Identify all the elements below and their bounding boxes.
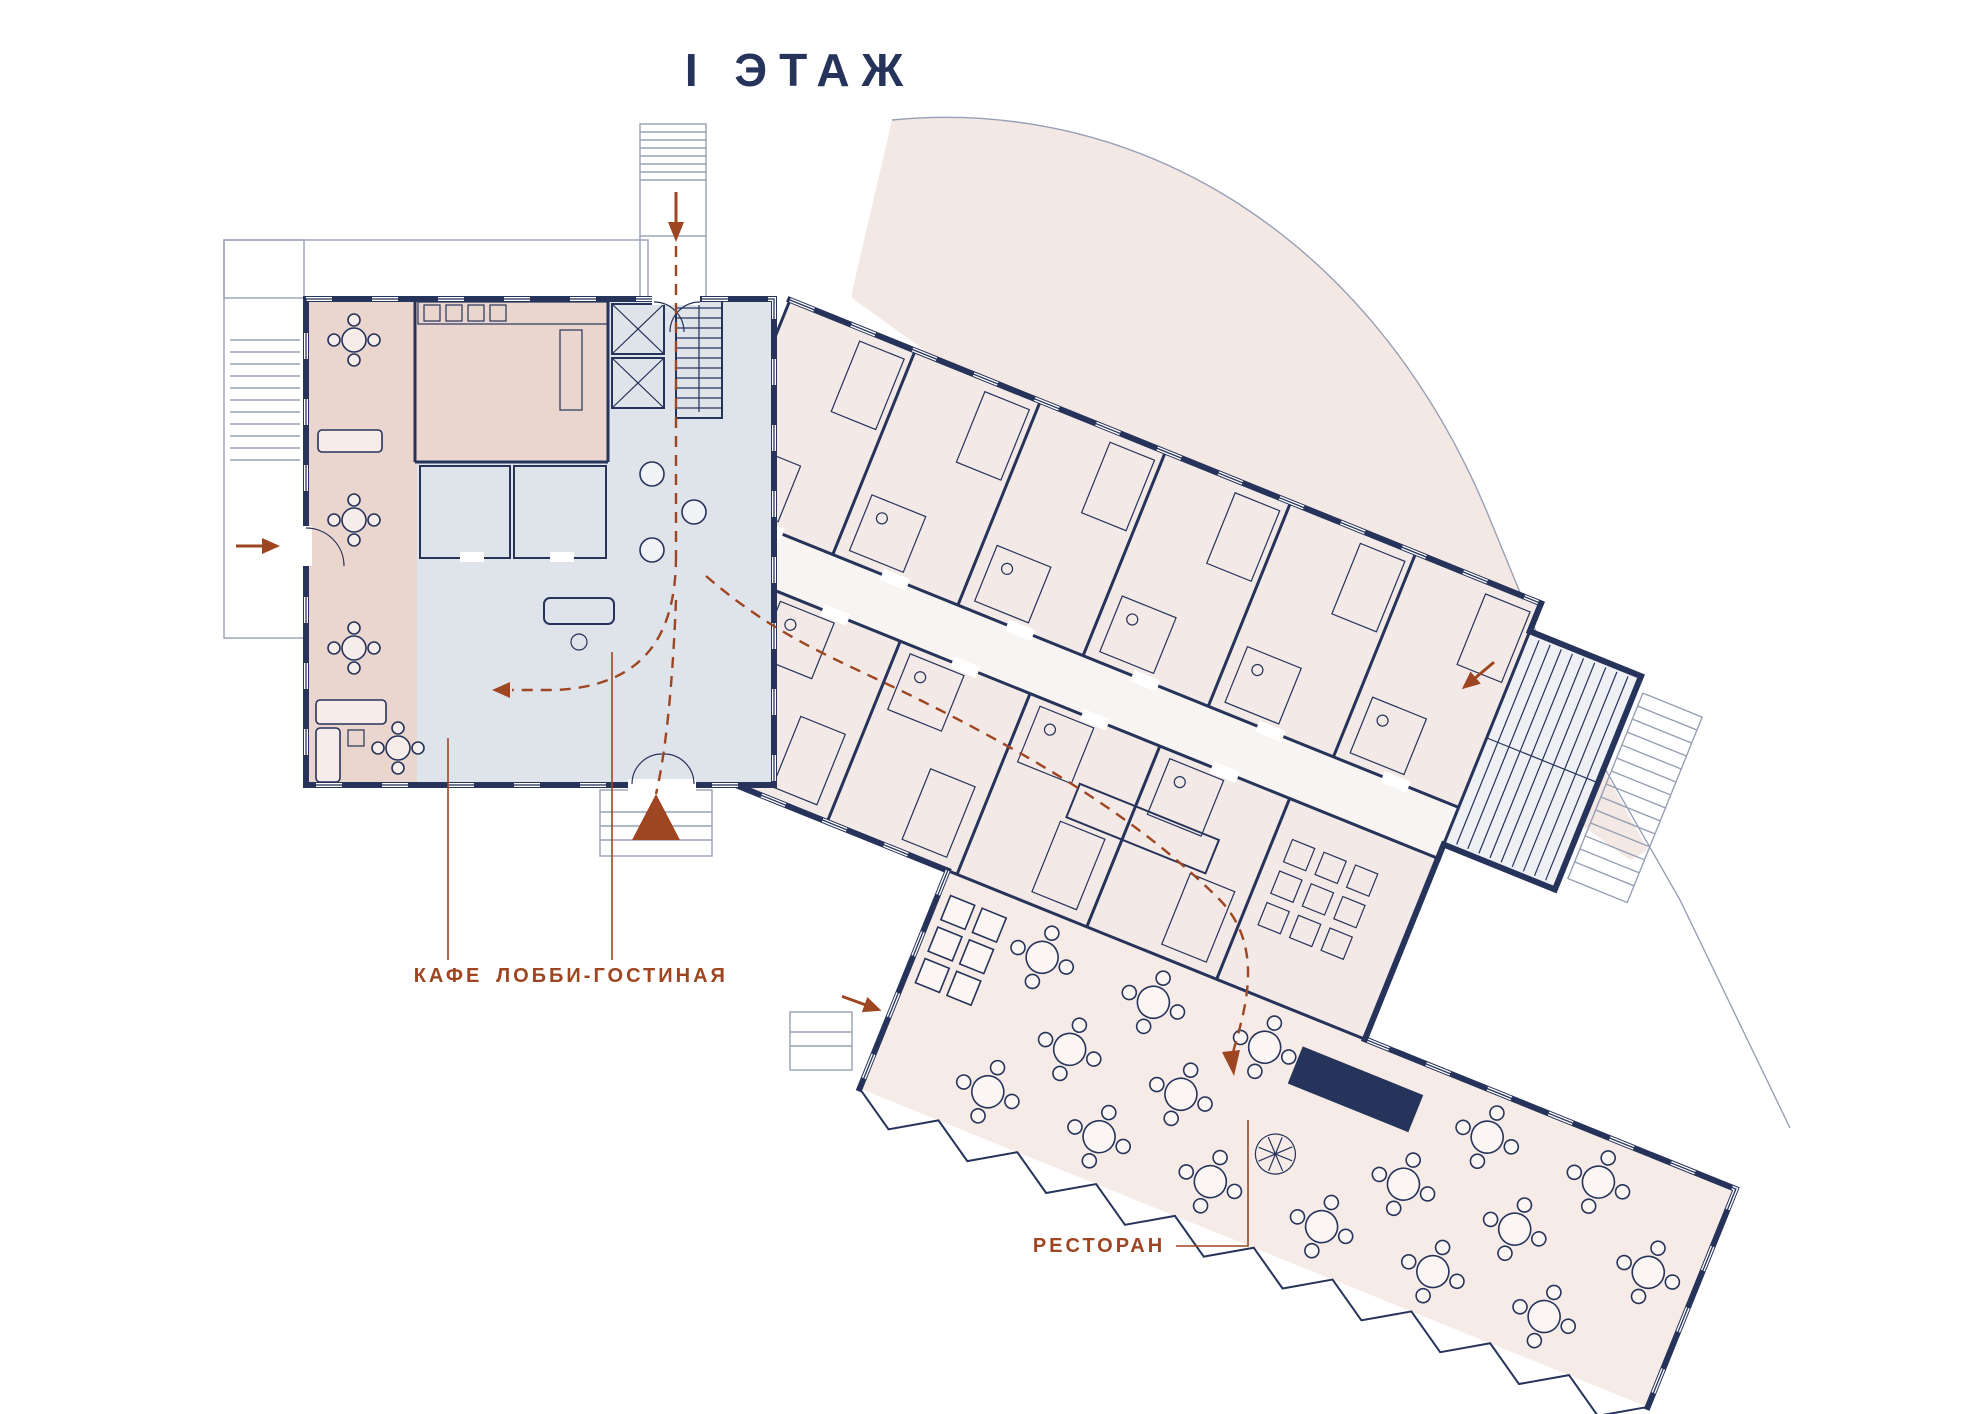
right-stair-runs [1456,640,1629,881]
circulation-path [492,246,1250,1076]
entrance-arrow-bottom [841,994,882,1013]
plant-icon [1254,1133,1297,1175]
label-restaurant: РЕСТОРАН [1033,1235,1165,1257]
plan-labels: КАФЕ ЛОББИ-ГОСТИНАЯ РЕСТОРАН [414,652,1249,1257]
bar-counter [1287,1046,1424,1133]
main-entrance-marker [632,794,680,840]
entrance-arrow-top [668,192,684,242]
service-rooms [419,465,607,562]
left-block-facade [300,293,777,791]
guest-room-beds [771,340,1531,963]
entrance-arrow-left [236,538,280,554]
lobby-seating [639,461,707,563]
lobby-zone [417,300,775,786]
path-arrowhead-cafe [492,682,510,698]
leader-line-restaurant [1176,1120,1249,1247]
wing-corridor [603,470,1459,859]
reception-desk [543,597,615,651]
cafe-furniture [315,313,425,783]
floor-title: I ЭТАЖ [685,44,915,96]
external-stair [1567,692,1704,904]
buffet-tables [914,894,1008,1007]
label-cafe: КАФЕ [414,965,483,987]
kitchen-equipment [1065,782,1379,961]
entrance-arrow-right [1461,660,1496,690]
left-block [300,293,777,791]
door-gaps [754,518,1411,793]
restaurant-porch [789,1011,853,1071]
path-arrowhead-restaurant [1222,1050,1240,1076]
restaurant-zone [859,870,1736,1407]
left-terrace [223,239,305,639]
bay-window-zigzag [858,1087,1648,1414]
left-block-partitions [413,300,610,464]
elevator-shafts [611,303,665,409]
top-exterior-stair [639,123,707,298]
hotel-wing [603,296,1740,1414]
label-lobby: ЛОББИ-ГОСТИНАЯ [496,965,728,987]
cafe-zone [307,300,608,786]
top-terrace [223,239,649,299]
